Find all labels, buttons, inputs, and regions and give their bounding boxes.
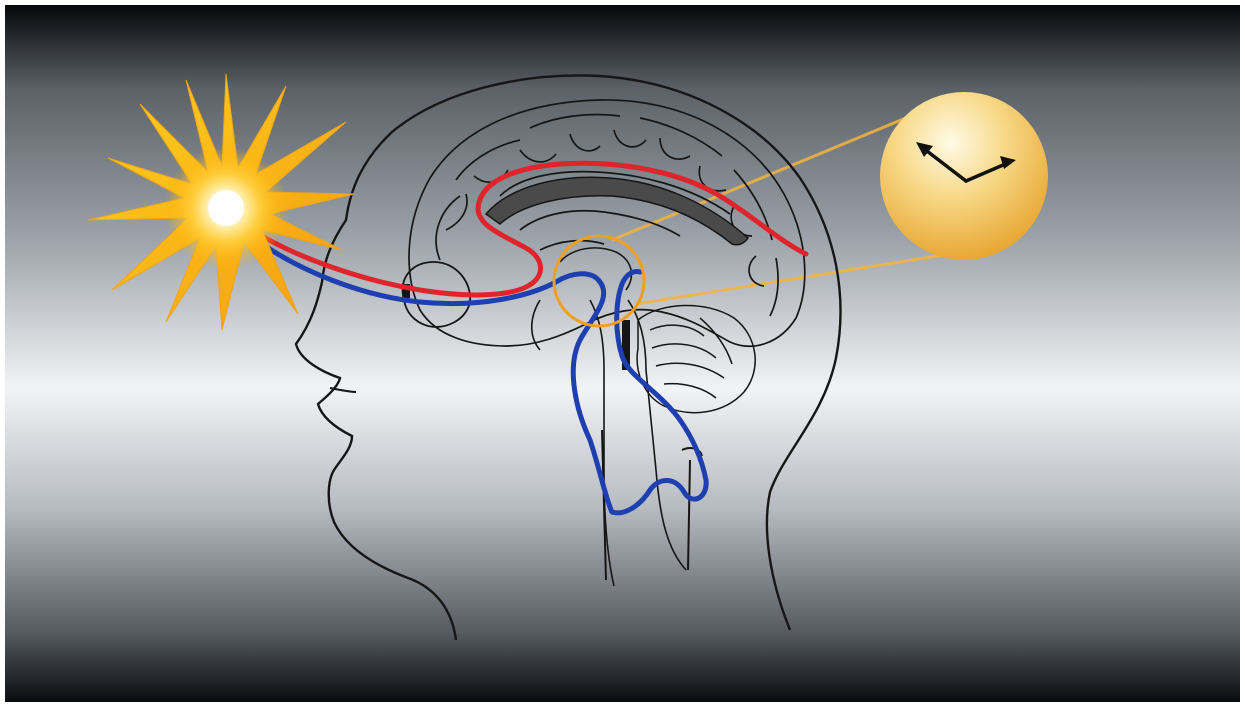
clock-icon — [880, 92, 1048, 260]
clock-face — [880, 92, 1048, 260]
